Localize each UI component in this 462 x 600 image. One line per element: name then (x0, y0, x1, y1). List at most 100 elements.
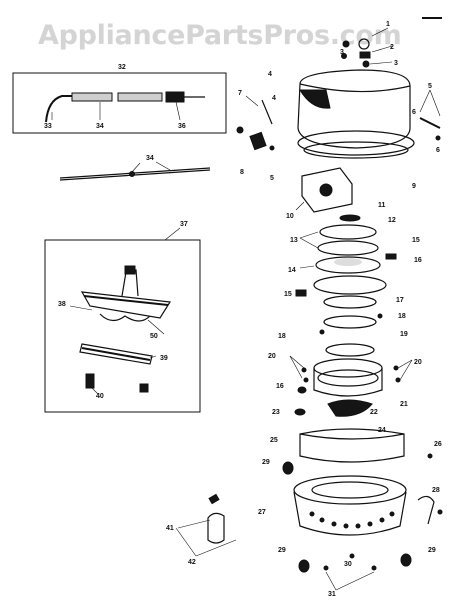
callout-27: 27 (258, 509, 266, 516)
motor-cover-dome (297, 69, 411, 149)
callout-15b: 15 (284, 291, 292, 298)
callout-4a: 4 (268, 71, 272, 78)
callout-9: 9 (412, 183, 416, 190)
impeller-fan (313, 275, 387, 295)
latch-screw (236, 126, 244, 134)
callout-30: 30 (344, 561, 352, 568)
motor-cover-vent (299, 89, 331, 109)
latch-block (249, 131, 267, 151)
callout-33: 33 (44, 123, 52, 130)
tank-base (293, 475, 407, 536)
tank-base-body (293, 491, 407, 536)
callout-8: 8 (240, 169, 244, 176)
small-clip (139, 383, 149, 393)
callout-2: 2 (390, 44, 394, 51)
callout-39: 39 (160, 355, 168, 362)
hose-section-a (71, 92, 113, 102)
callout-25: 25 (270, 437, 278, 444)
filter-stack (299, 214, 381, 274)
callout-23: 23 (272, 409, 280, 416)
impeller-top (315, 256, 381, 274)
callout-20a: 20 (268, 353, 276, 360)
hose-curved-wand (45, 95, 80, 123)
callout-16b: 16 (276, 383, 284, 390)
floor-nozzle-body (80, 291, 172, 319)
hose-section-b (117, 92, 163, 102)
callout-18b: 18 (278, 333, 286, 340)
tank-base-perforations (309, 511, 395, 529)
callout-36: 36 (178, 123, 186, 130)
caster-c (400, 553, 412, 567)
switch-washer (362, 60, 370, 68)
callout-18a: 18 (398, 313, 406, 320)
callout-50: 50 (150, 333, 158, 340)
callout-labels: 1 2 3 3 4 4 5 5 6 6 7 8 9 10 11 12 13 14… (44, 21, 442, 598)
callout-20b: 20 (414, 359, 422, 366)
callout-7: 7 (238, 90, 242, 97)
callout-10: 10 (286, 213, 294, 220)
switch-knob (358, 38, 370, 50)
hose-cuff (165, 91, 185, 103)
callout-37: 37 (180, 221, 188, 228)
motor-cover-rim (297, 130, 415, 156)
callout-29b: 29 (278, 547, 286, 554)
callout-34b: 34 (146, 155, 154, 162)
callout-6a: 6 (412, 109, 416, 116)
caster-b (298, 559, 310, 573)
callout-5b: 5 (270, 175, 274, 182)
callout-42: 42 (188, 559, 196, 566)
callout-40: 40 (96, 393, 104, 400)
filter-band-shape (299, 428, 405, 463)
callout-4b: 4 (272, 95, 276, 102)
callout-1: 1 (386, 21, 390, 28)
impeller-assembly (295, 253, 397, 335)
wheel-part (85, 373, 95, 389)
motor-bracket (295, 167, 353, 213)
tank-base-rim (293, 475, 407, 505)
callout-3a: 3 (340, 49, 344, 56)
motor-cover (297, 69, 415, 159)
floor-tool-inset (44, 227, 201, 413)
extension-wands (59, 161, 211, 181)
callout-3b: 3 (394, 60, 398, 67)
crevice-tool (175, 493, 237, 557)
callout-17: 17 (396, 297, 404, 304)
callout-29a: 29 (262, 459, 270, 466)
switch-assembly (341, 27, 393, 68)
callout-13: 13 (290, 237, 298, 244)
callout-26: 26 (434, 441, 442, 448)
extension-wand-line (59, 167, 211, 179)
squeegee-blade (79, 343, 153, 365)
callout-5a: 5 (428, 83, 432, 90)
wand-joint (129, 171, 135, 177)
callout-31: 31 (328, 591, 336, 598)
floor-tool-inset-box (44, 239, 201, 413)
callout-15a: 15 (412, 237, 420, 244)
filter-disc-top (319, 224, 377, 240)
crevice-tool-body (207, 512, 225, 544)
callout-28: 28 (432, 487, 440, 494)
motor-cover-gasket (303, 141, 409, 159)
watermark: AppliancePartsPros.com (38, 20, 401, 51)
callout-19: 19 (400, 331, 408, 338)
casters (282, 461, 443, 591)
impeller-ring (323, 295, 377, 309)
callout-21: 21 (400, 401, 408, 408)
filter-disc-mid (317, 240, 379, 256)
callout-16a: 16 (414, 257, 422, 264)
hose-inset (12, 72, 227, 134)
callout-14: 14 (288, 267, 296, 274)
callout-29c: 29 (428, 547, 436, 554)
bracket-plate (301, 167, 353, 213)
callout-22: 22 (370, 409, 378, 416)
filter-band (299, 428, 405, 463)
impeller-plate (323, 315, 377, 329)
nozzle-squeegee (99, 313, 151, 322)
callout-24: 24 (378, 427, 386, 434)
hose-inset-box (12, 72, 227, 134)
handle-right (419, 89, 441, 141)
motor-housing (289, 343, 413, 417)
callout-32: 32 (118, 64, 126, 71)
callout-41: 41 (166, 525, 174, 532)
